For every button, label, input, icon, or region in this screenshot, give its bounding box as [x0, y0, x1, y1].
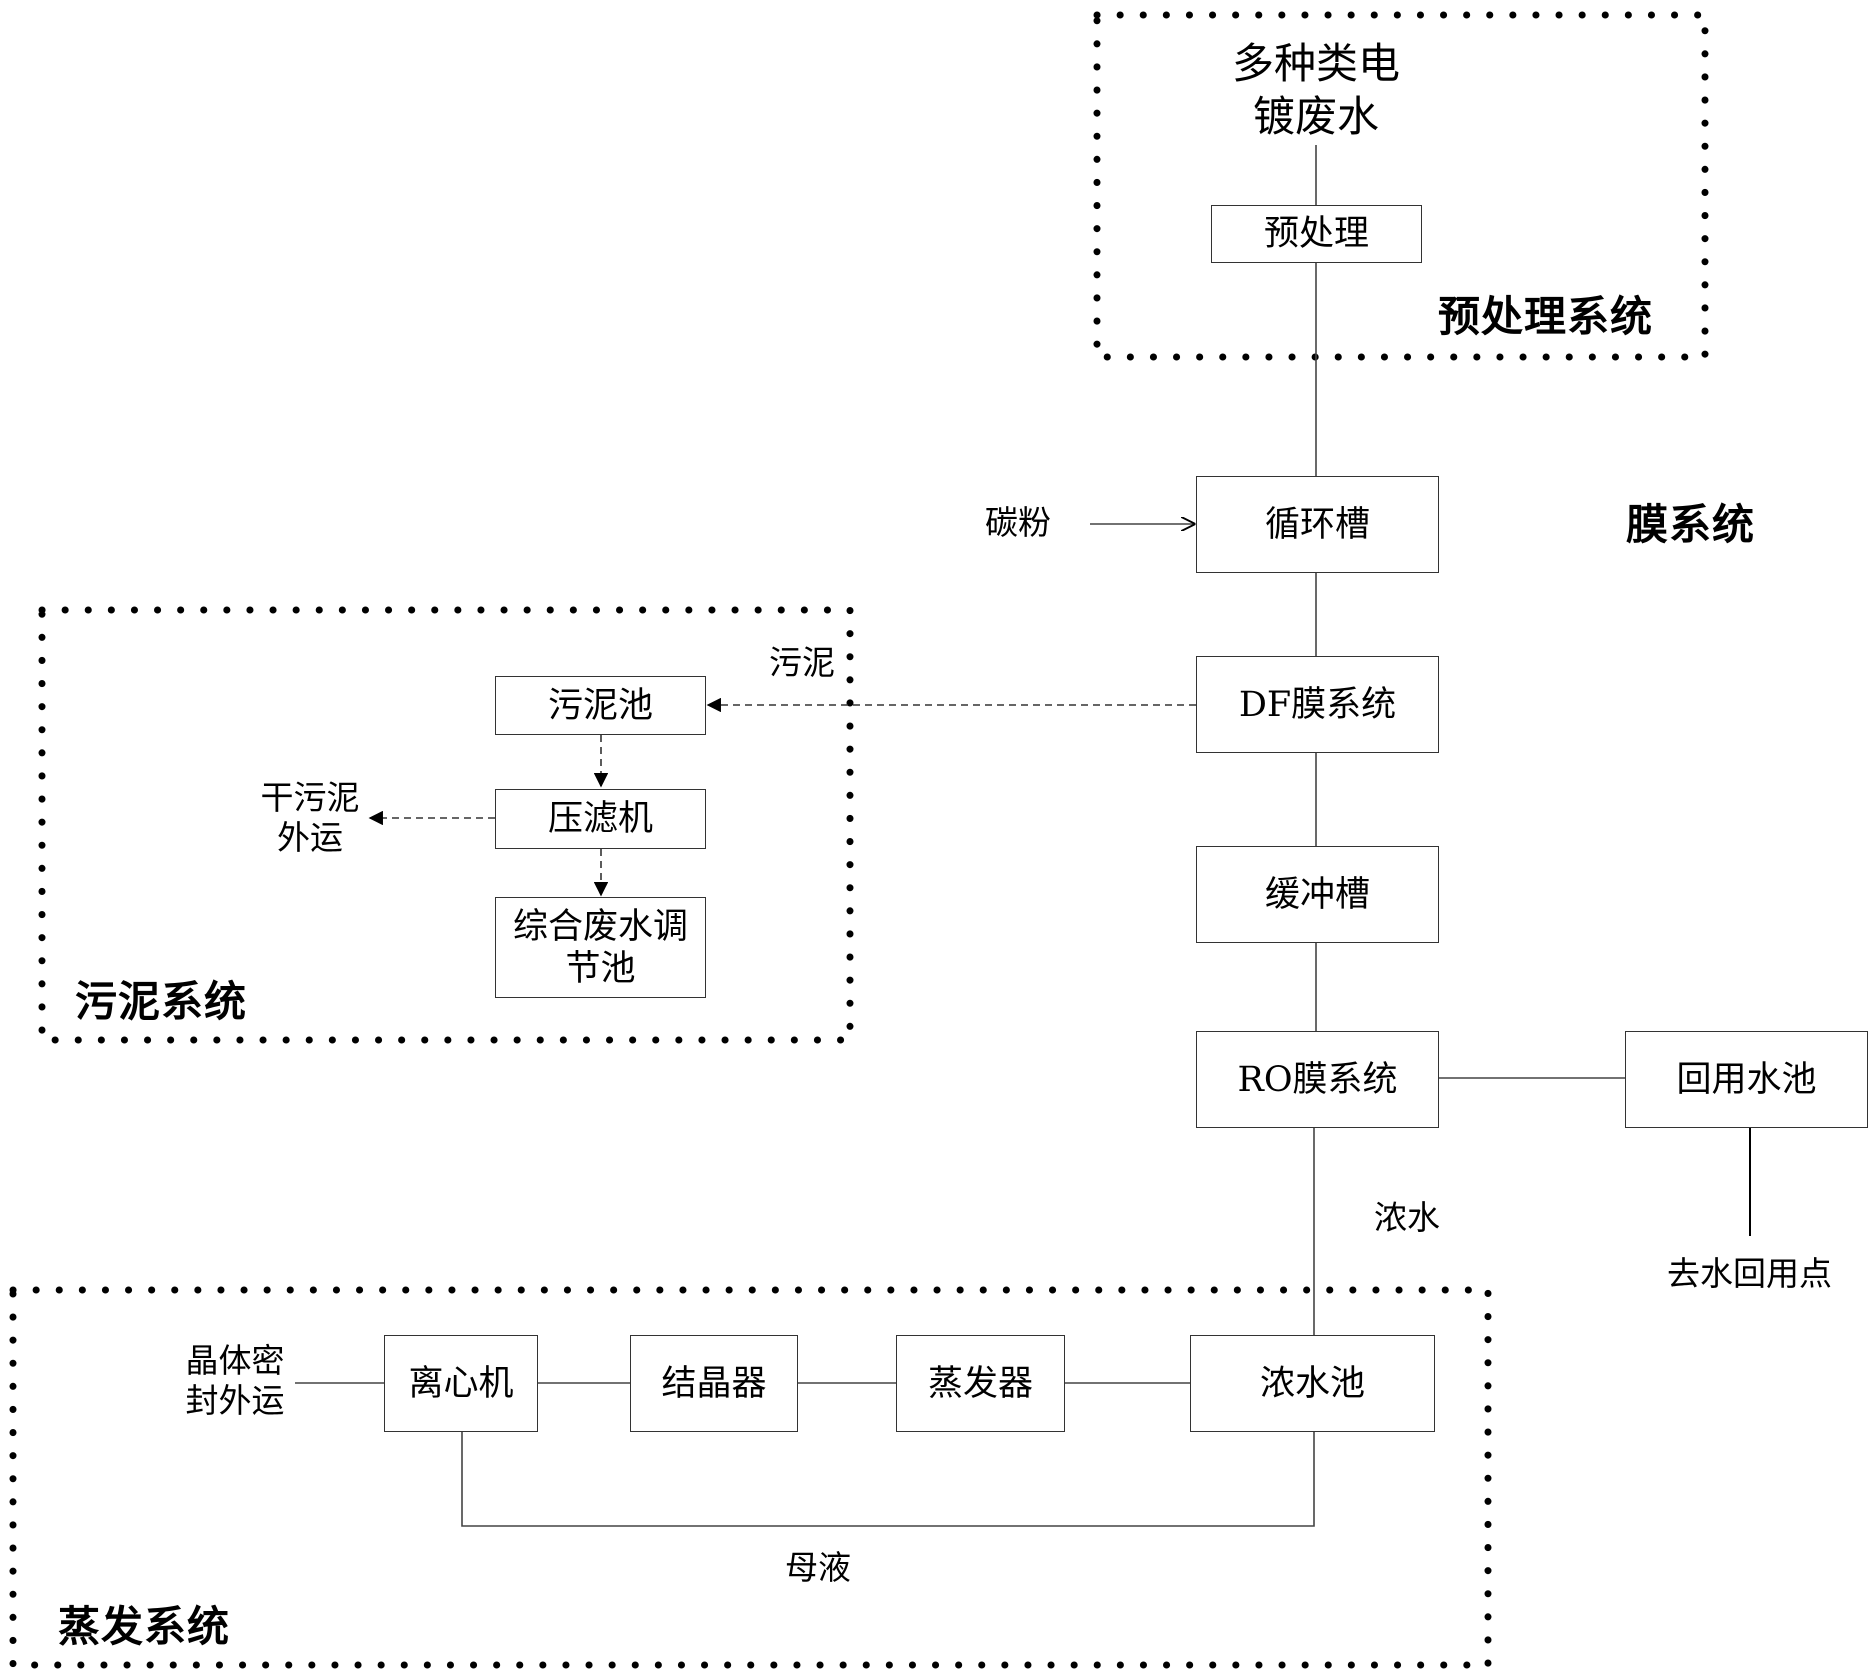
- crystallizer-box: 结晶器: [630, 1335, 798, 1432]
- ro-membrane-box: RO膜系统: [1196, 1031, 1439, 1128]
- filter-press-box: 压滤机: [495, 789, 706, 849]
- input-wastewater-label: 多种类电 镀废水: [1206, 38, 1426, 143]
- input-line-1: 多种类电: [1231, 39, 1400, 88]
- df-membrane-box: DF膜系统: [1196, 656, 1439, 753]
- mother-liquor-label: 母液: [785, 1548, 851, 1587]
- regulating-pool-line-2: 节池: [565, 948, 636, 989]
- centrifuge-box: 离心机: [384, 1335, 538, 1432]
- sludge-flow-label: 污泥: [769, 643, 835, 682]
- evaporation-system-boundary: [9, 1286, 1492, 1669]
- circulation-tank-box: 循环槽: [1196, 476, 1439, 573]
- crystal-line-2: 封外运: [185, 1380, 285, 1420]
- regulating-pool-box: 综合废水调 节池: [495, 897, 706, 998]
- evaporation-system-title: 蒸发系统: [58, 1602, 231, 1651]
- input-line-2: 镀废水: [1252, 91, 1379, 141]
- sludge-system-boundary: [38, 606, 854, 1044]
- regulating-pool-line-1: 综合废水调: [512, 906, 688, 947]
- sludge-pool-box: 污泥池: [495, 676, 706, 735]
- reuse-pool-box: 回用水池: [1625, 1031, 1868, 1128]
- pretreatment-system-boundary: [1093, 11, 1709, 361]
- membrane-system-title: 膜系统: [1626, 500, 1756, 549]
- sludge-system-title: 污泥系统: [75, 977, 248, 1026]
- carbon-powder-label: 碳粉: [985, 503, 1051, 542]
- concentrate-pool-box: 浓水池: [1190, 1335, 1435, 1432]
- crystal-line-1: 晶体密: [185, 1341, 285, 1380]
- line-mother-liquor-return: [461, 1432, 1315, 1527]
- evaporator-box: 蒸发器: [896, 1335, 1065, 1432]
- dry-sludge-line-1: 干污泥: [260, 778, 360, 817]
- crystal-export-label: 晶体密 封外运: [180, 1341, 290, 1420]
- pretreatment-system-title: 预处理系统: [1438, 292, 1654, 341]
- concentrate-flow-label: 浓水: [1374, 1198, 1440, 1237]
- dry-sludge-label: 干污泥 外运: [255, 778, 365, 857]
- dry-sludge-line-2: 外运: [277, 817, 343, 857]
- buffer-tank-box: 缓冲槽: [1196, 846, 1439, 943]
- reuse-point-label: 去水回用点: [1667, 1254, 1832, 1293]
- pretreatment-box: 预处理: [1211, 205, 1422, 263]
